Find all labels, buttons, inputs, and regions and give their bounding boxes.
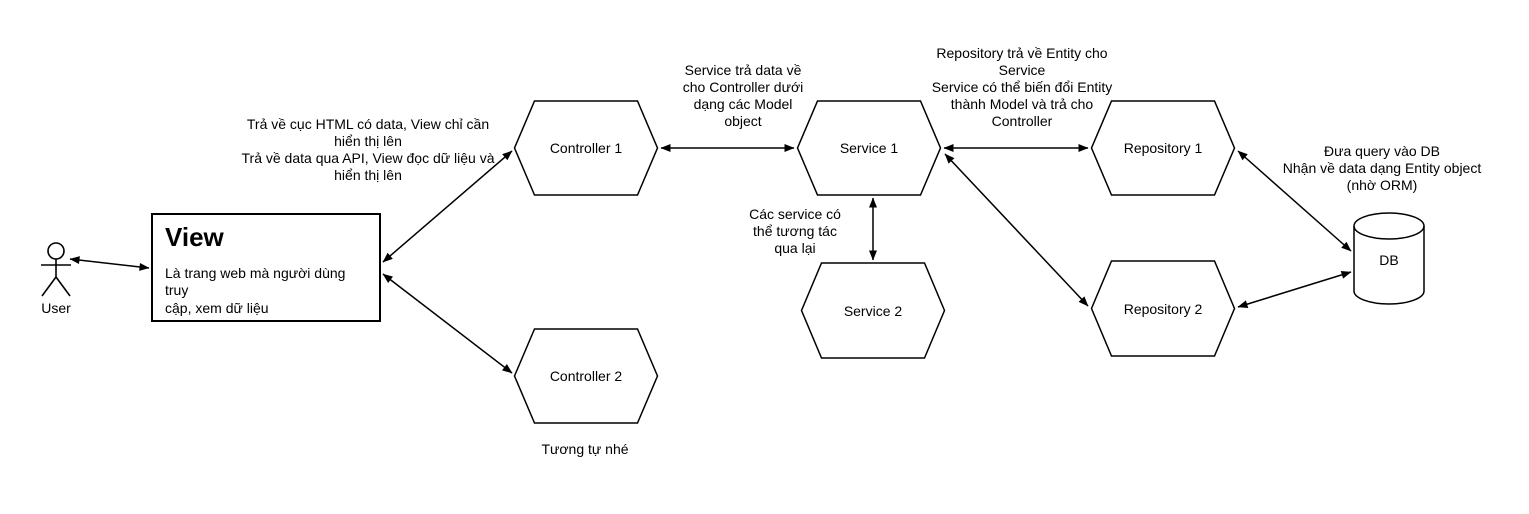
- hexagon-shape: [513, 100, 659, 196]
- node-controller-2: Controller 2: [513, 328, 659, 424]
- node-controller-1: Controller 1: [513, 100, 659, 196]
- note-db-query: Đưa query vào DB Nhận về data dạng Entit…: [1282, 143, 1482, 194]
- note-services-interact: Các service có thể tương tác qua lại: [749, 206, 841, 257]
- edge-repository1-db: [1237, 150, 1352, 252]
- hexagon-shape: [1090, 100, 1236, 196]
- user-actor-icon: [41, 242, 71, 297]
- node-label: Service 1: [839, 140, 899, 156]
- node-label: Repository 1: [1123, 140, 1203, 156]
- node-db: DB: [1353, 212, 1425, 305]
- view-node: View Là trang web mà người dùng truy cập…: [151, 213, 381, 322]
- edge-service1-repository2: [944, 153, 1089, 307]
- hexagon-shape: [800, 262, 946, 359]
- node-repository-2: Repository 2: [1090, 260, 1236, 357]
- note-repo-entity: Repository trả về Entity cho Service Ser…: [931, 45, 1113, 130]
- node-label: Controller 2: [549, 368, 623, 384]
- node-service-1: Service 1: [796, 100, 942, 196]
- node-label: Repository 2: [1123, 300, 1203, 317]
- edge-repository2-db: [1237, 270, 1352, 309]
- hexagon-shape: [796, 100, 942, 196]
- note-view-return: Trả về cục HTML có data, View chỉ cần hi…: [241, 116, 495, 184]
- view-description: Là trang web mà người dùng truy cập, xem…: [165, 264, 346, 316]
- note-similar: Tương tự nhé: [541, 441, 629, 457]
- view-title: View: [165, 222, 224, 252]
- note-service-model: Service trả data về cho Controller dưới …: [682, 62, 804, 130]
- cylinder-shape: [1353, 212, 1425, 305]
- node-label: DB: [1379, 252, 1399, 269]
- node-service-2: Service 2: [800, 262, 946, 359]
- hexagon-shape: [513, 328, 659, 424]
- edge-view-controller1: [382, 150, 513, 263]
- node-repository-1: Repository 1: [1090, 100, 1236, 196]
- hexagon-shape: [1090, 260, 1236, 357]
- user-label: User: [41, 300, 71, 316]
- node-label: Service 2: [843, 302, 903, 319]
- edge-user-view: [69, 256, 150, 271]
- node-label: Controller 1: [549, 140, 623, 156]
- edge-view-controller2: [382, 273, 513, 374]
